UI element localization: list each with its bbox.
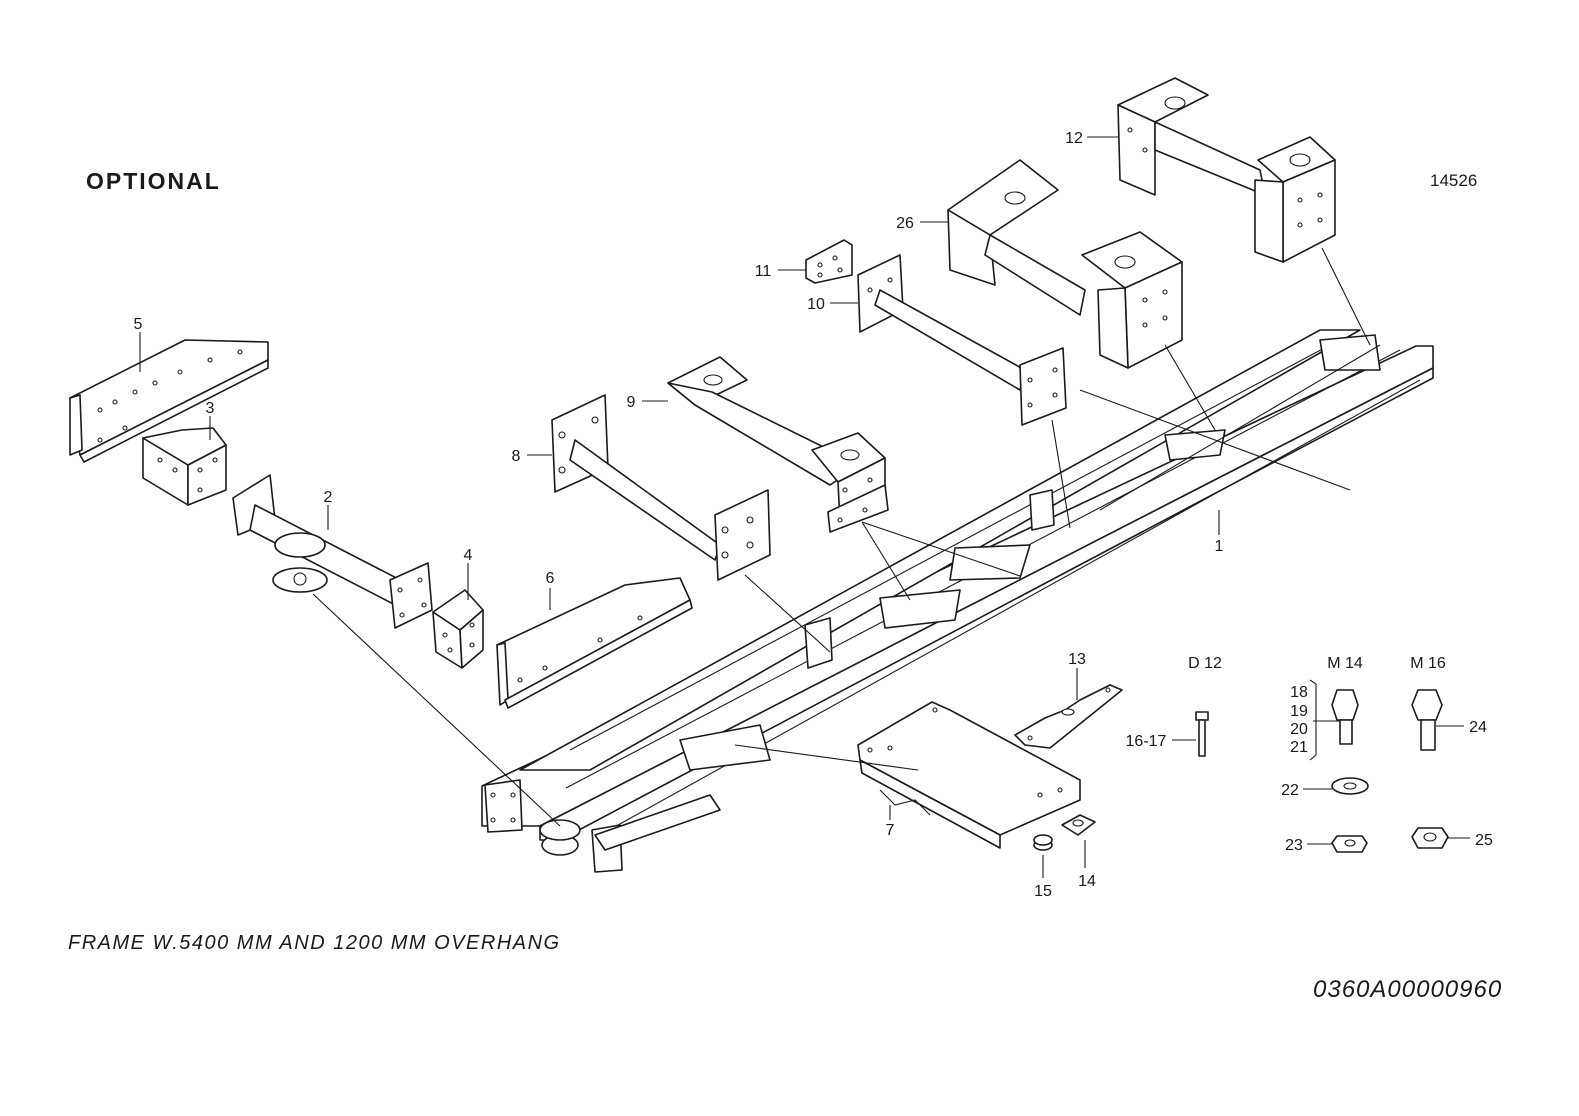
size-label-m16: M 16 [1410,655,1446,672]
part-15-spacer [1033,834,1053,851]
part-code: 0360A00000960 [1313,976,1503,1003]
callout-10: 10 [807,296,825,313]
part-16-17-pin [1195,711,1209,757]
callout-2: 2 [324,489,333,506]
callout-18: 18 [1290,684,1308,701]
part-4-angle-bracket [432,589,484,669]
callout-7: 7 [886,822,895,839]
callout-labels: 1 2 3 4 5 6 7 8 9 10 11 12 13 14 15 16-1… [134,130,1493,900]
callout-16-17: 16-17 [1126,733,1167,750]
frame-caption: FRAME W.5400 MM AND 1200 MM OVERHANG [68,932,561,954]
part-6-channel [496,577,693,709]
main-frame [481,329,1434,873]
callout-14: 14 [1078,873,1096,890]
callout-11: 11 [755,263,772,280]
callout-9: 9 [627,394,636,411]
callout-15: 15 [1034,883,1052,900]
size-label-d12: D 12 [1188,655,1222,672]
callout-23: 23 [1285,837,1303,854]
callout-3: 3 [206,400,215,417]
drawing-number: 14526 [1430,171,1478,190]
leader-lines [139,136,1470,878]
part-24-bolt [1411,689,1443,751]
optional-heading: OPTIONAL [86,168,221,194]
part-14-spacer [1061,814,1096,836]
part-5-channel [69,339,269,463]
part-9-cross-beam [667,356,889,533]
callout-25: 25 [1475,832,1493,849]
part-18-21-bolt [1331,689,1359,745]
part-8-end-plate-tube [551,394,771,581]
part-3-angle-bracket [142,427,227,506]
callout-12: 12 [1065,130,1083,147]
part-22-washer [1331,777,1369,795]
part-2-drawbar [232,474,433,629]
part-7-support-plate [857,701,1081,849]
callout-24: 24 [1469,719,1487,736]
callout-19: 19 [1290,703,1308,720]
part-25-nut [1411,827,1449,849]
part-11-small-plate [805,239,853,284]
callout-6: 6 [546,570,555,587]
part-12-cross-member [1117,77,1336,263]
callout-5: 5 [134,316,143,333]
part-10-cross-tube [857,254,1067,426]
callout-4: 4 [464,547,473,564]
callout-22: 22 [1281,782,1299,799]
callout-26: 26 [896,215,914,232]
callout-21: 21 [1290,739,1308,756]
callout-13: 13 [1068,651,1086,668]
size-label-m14: M 14 [1327,655,1363,672]
part-26-cross-member [947,159,1183,369]
part-23-nut [1331,835,1368,853]
part-13-plate [1014,684,1123,749]
callout-8: 8 [512,448,521,465]
callout-20: 20 [1290,721,1308,738]
callout-1: 1 [1215,538,1224,555]
